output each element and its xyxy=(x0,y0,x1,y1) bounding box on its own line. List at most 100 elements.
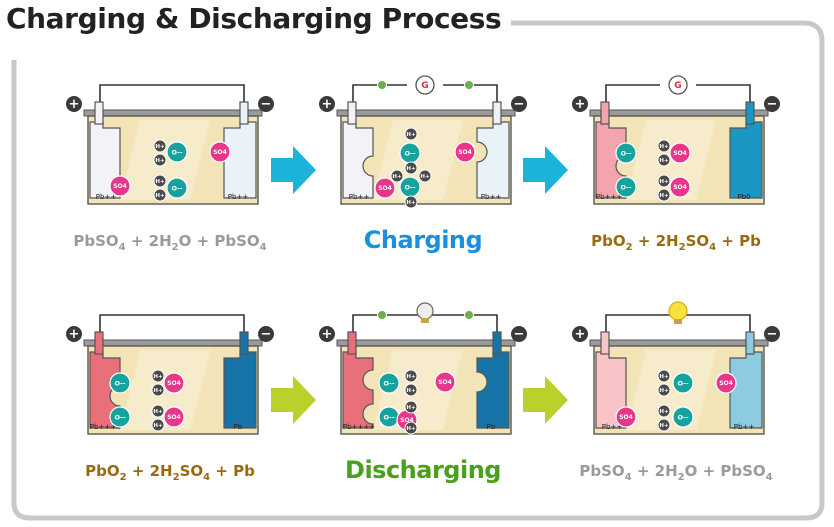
hydrogen-ion xyxy=(404,400,418,414)
negative-terminal xyxy=(511,96,527,112)
sulfate-ion xyxy=(454,141,476,163)
hydrogen-ion xyxy=(404,369,418,383)
sulfate-ion xyxy=(163,406,185,428)
negative-plate xyxy=(223,121,257,199)
sulfate-ion xyxy=(715,372,737,394)
wire xyxy=(99,314,245,343)
positive-terminal-label: + xyxy=(575,97,586,112)
negative-plate xyxy=(729,121,763,199)
hydrogen-ion xyxy=(657,383,671,397)
negative-plate-post xyxy=(239,331,249,355)
glass-shine xyxy=(626,350,716,430)
negative-terminal-label: − xyxy=(514,97,525,112)
sulfate-ion xyxy=(163,372,185,394)
sulfate-ion-label: SO4 xyxy=(438,379,452,386)
electron xyxy=(464,310,474,320)
hydrogen-ion-label: H+ xyxy=(155,158,165,164)
glass-shine xyxy=(626,120,716,200)
oxide-ion xyxy=(166,141,188,163)
hydrogen-ion-label: H+ xyxy=(406,426,416,432)
negative-terminal-label: − xyxy=(767,97,778,112)
positive-plate-post xyxy=(347,101,357,125)
light-bulb-icon xyxy=(668,301,688,321)
hydrogen-ion xyxy=(657,418,671,432)
oxide-ion xyxy=(166,177,188,199)
wire xyxy=(99,84,245,113)
positive-plate-post xyxy=(94,101,104,125)
oxide-ion-label: O-- xyxy=(404,184,415,192)
positive-terminal xyxy=(572,96,588,112)
hydrogen-ion-label: H+ xyxy=(659,144,669,150)
positive-terminal xyxy=(319,96,335,112)
oxide-ion xyxy=(109,406,131,428)
hydrogen-ion-label: H+ xyxy=(406,200,416,206)
positive-plate-post xyxy=(600,101,610,125)
hydrogen-ion-label: H+ xyxy=(155,144,165,150)
discharge-arrow-2 xyxy=(523,376,568,424)
hydrogen-ion xyxy=(657,188,671,202)
negative-terminal-label: − xyxy=(514,327,525,342)
caption-discharging: Discharging xyxy=(345,456,501,484)
positive-plate xyxy=(89,351,121,429)
hydrogen-ion xyxy=(404,421,418,435)
positive-plate-label: Pb++++ xyxy=(596,193,628,201)
charger-g-icon xyxy=(668,75,688,95)
battery-lid xyxy=(336,339,516,347)
oxide-ion-label: O-- xyxy=(677,380,688,388)
oxide-ion xyxy=(378,372,400,394)
negative-plate-label: Pb xyxy=(234,423,243,431)
oxide-ion xyxy=(615,176,637,198)
sulfate-ion-label: SO4 xyxy=(213,149,227,156)
hydrogen-ion xyxy=(153,174,167,188)
oxide-ion-label: O-- xyxy=(677,414,688,422)
oxide-ion xyxy=(672,406,694,428)
hydrogen-ion-label: H+ xyxy=(406,166,416,172)
negative-terminal xyxy=(258,96,274,112)
negative-plate-post xyxy=(745,101,755,125)
negative-plate-post xyxy=(492,331,502,355)
hydrogen-ion-label: H+ xyxy=(659,423,669,429)
hydrogen-ion-label: H+ xyxy=(406,374,416,380)
negative-plate xyxy=(223,351,257,429)
sulfate-ion-label: SO4 xyxy=(619,414,633,421)
negative-plate-post xyxy=(239,101,249,125)
battery-lid xyxy=(83,339,263,347)
negative-plate-post xyxy=(492,101,502,125)
hydrogen-ion-label: H+ xyxy=(659,388,669,394)
sulfate-ion xyxy=(669,176,691,198)
positive-terminal xyxy=(319,326,335,342)
sulfate-ion-label: SO4 xyxy=(167,414,181,421)
hydrogen-ion xyxy=(390,169,404,183)
sulfate-ion xyxy=(374,177,396,199)
frame-border xyxy=(11,20,825,521)
hydrogen-ion xyxy=(151,404,165,418)
sulfate-ion-label: SO4 xyxy=(113,183,127,190)
sulfate-ion xyxy=(434,371,456,393)
caption-step-3: PbO2 + 2H2SO4 + Pb xyxy=(591,232,761,253)
hydrogen-ion xyxy=(404,383,418,397)
positive-plate-post xyxy=(347,331,357,355)
battery-lid xyxy=(589,339,769,347)
positive-terminal xyxy=(572,326,588,342)
oxide-ion-label: O-- xyxy=(620,150,631,158)
negative-terminal-label: − xyxy=(767,327,778,342)
hydrogen-ion-label: H+ xyxy=(392,174,402,180)
positive-plate-label: Pb++++ xyxy=(90,423,122,431)
hydrogen-ion xyxy=(151,383,165,397)
positive-plate-label: Pb++ xyxy=(602,423,623,431)
positive-terminal-label: + xyxy=(322,97,333,112)
positive-plate xyxy=(342,351,374,429)
oxide-ion-label: O-- xyxy=(114,414,125,422)
hydrogen-ion xyxy=(153,153,167,167)
negative-plate xyxy=(476,121,510,199)
oxide-ion xyxy=(672,372,694,394)
electron xyxy=(377,80,387,90)
positive-plate-post xyxy=(94,331,104,355)
negative-plate-post xyxy=(745,331,755,355)
bulb-base xyxy=(674,319,682,324)
negative-plate-label: Pb xyxy=(487,423,496,431)
